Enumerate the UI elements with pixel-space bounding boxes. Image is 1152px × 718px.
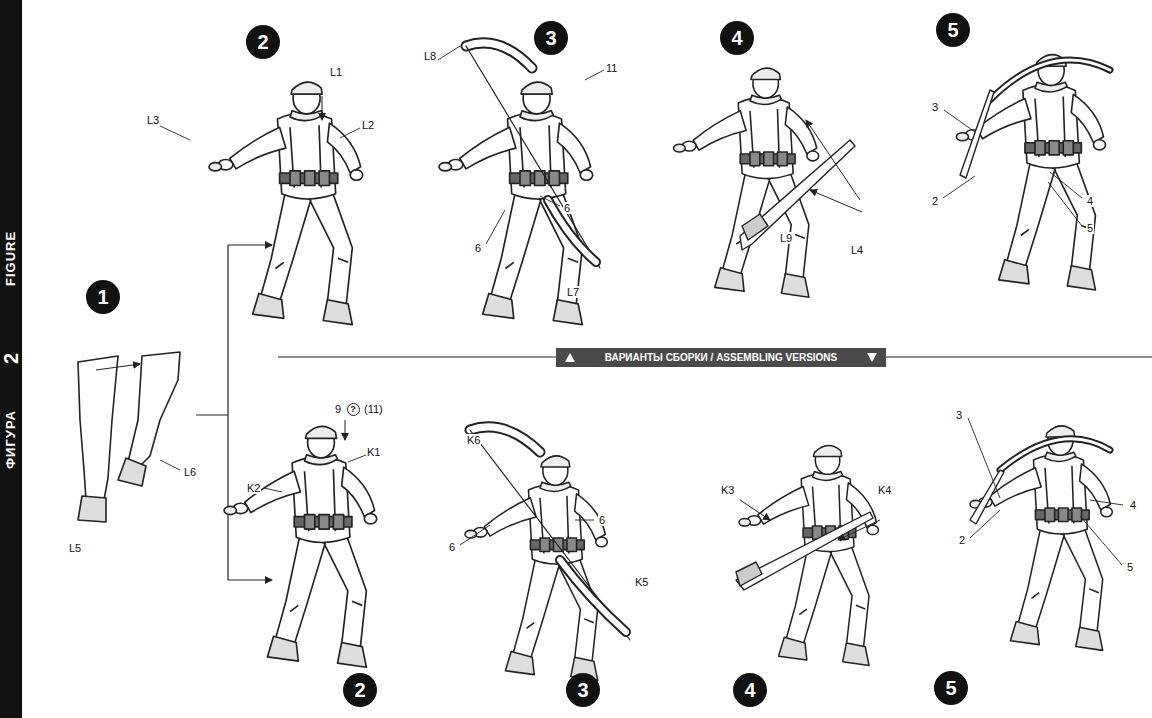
- part-label: 5: [1086, 222, 1094, 234]
- part-label: 2: [958, 534, 966, 546]
- query-mark: ?: [350, 405, 356, 414]
- step-number: 1: [97, 287, 108, 307]
- step-number-circle: 2: [343, 673, 377, 707]
- side-band-text-row: ФИГУРА 2 FIGURE: [0, 0, 22, 718]
- part-label: K3: [720, 484, 735, 496]
- step-number: 2: [354, 680, 365, 700]
- step-number: 2: [257, 32, 268, 52]
- band-text: ВАРИАНТЫ СБОРКИ / ASSEMBLING VERSIONS: [605, 352, 838, 363]
- part-label: K1: [366, 446, 381, 458]
- step-number-circle: 3: [534, 21, 568, 55]
- step-number-circle: 1: [86, 280, 120, 314]
- part-label: 9: [334, 403, 342, 415]
- part-label: 3: [955, 409, 963, 421]
- part-label: L3: [146, 114, 160, 126]
- versions-band: ВАРИАНТЫ СБОРКИ / ASSEMBLING VERSIONS: [556, 348, 886, 367]
- figure-title: FIGURE: [0, 231, 22, 286]
- step-number-circle: 4: [733, 673, 767, 707]
- step-number: 5: [947, 20, 958, 40]
- step-number-circle: 5: [936, 13, 970, 47]
- step-number-circle: 5: [934, 671, 968, 705]
- step-number-circle: 3: [566, 673, 600, 707]
- part-label: 5: [1126, 561, 1134, 573]
- step-number: 4: [731, 28, 742, 48]
- part-label: (11): [363, 403, 384, 415]
- part-label: 2: [931, 195, 939, 207]
- part-label: 3: [931, 101, 939, 113]
- part-label: K2: [246, 482, 261, 494]
- step-number: 5: [945, 678, 956, 698]
- figure-title: 2: [0, 352, 22, 364]
- part-label: L5: [68, 542, 82, 554]
- part-label: K4: [877, 484, 892, 496]
- part-label: L1: [329, 66, 343, 78]
- side-band: ФИГУРА 2 FIGURE: [0, 0, 22, 718]
- part-label: L4: [850, 244, 864, 256]
- part-label: 4: [1129, 499, 1137, 511]
- step-number: 3: [577, 680, 588, 700]
- part-label: K6: [466, 434, 481, 446]
- part-label: 6: [448, 541, 456, 553]
- step-number-circle: 4: [720, 21, 754, 55]
- step-number: 3: [545, 28, 556, 48]
- step-number: 4: [744, 680, 755, 700]
- part-label: 6: [598, 514, 606, 526]
- part-label: 4: [1086, 195, 1094, 207]
- part-label: L8: [423, 50, 437, 62]
- step-number-circle: ?: [347, 403, 360, 416]
- part-label: 6: [563, 202, 571, 214]
- part-label: 6: [474, 242, 482, 254]
- part-label: L7: [566, 286, 580, 298]
- part-label: L6: [183, 466, 197, 478]
- part-label: 11: [605, 62, 618, 74]
- figure-title: ФИГУРА: [0, 410, 22, 469]
- part-label: L9: [779, 232, 793, 244]
- step-number-circle: 2: [246, 25, 280, 59]
- part-label: L2: [361, 119, 375, 131]
- part-label: K5: [634, 576, 649, 588]
